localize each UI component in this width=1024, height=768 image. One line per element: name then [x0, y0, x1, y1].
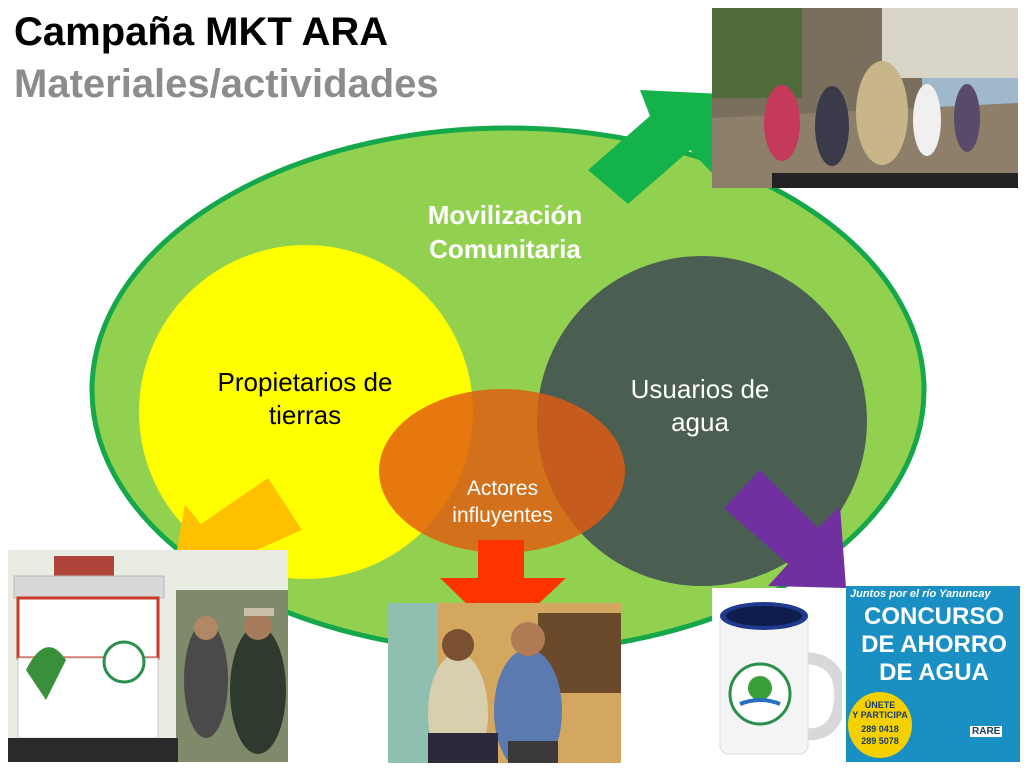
poster-header: Juntos por el río Yanuncay	[850, 588, 991, 600]
label-influencers: Actores influyentes	[452, 477, 553, 527]
arrow-green	[588, 90, 722, 204]
poster-line-3: DE AGUA	[879, 659, 989, 686]
badge-line-1: ÚNETE	[864, 700, 896, 710]
arrow-red	[440, 540, 566, 638]
photo-handshake	[388, 603, 621, 763]
badge-line-2: Y PARTICIPA	[852, 710, 908, 720]
handshake-image	[388, 603, 621, 763]
poster-badge: ÚNETE Y PARTICIPA 289 0418 289 5078	[848, 692, 912, 758]
poster-line-2: DE AHORRO	[861, 631, 1007, 658]
slide-subtitle: Materiales/actividades	[14, 62, 439, 106]
poster-water-saving-contest: Juntos por el río Yanuncay CONCURSO DE A…	[846, 586, 1020, 762]
poster-rare-logo: RARE	[970, 726, 1003, 737]
arrow-purple	[724, 470, 846, 588]
slide-title: Campaña MKT ARA	[14, 10, 389, 54]
photo-beehive-farmers	[8, 550, 288, 762]
label-water-users: Usuarios de agua	[630, 374, 770, 437]
mug-image	[712, 588, 842, 760]
beehive-image	[8, 550, 288, 762]
badge-phone-2: 289 5078	[861, 736, 899, 746]
badge-phone-1: 289 0418	[861, 724, 899, 734]
photo-mug	[712, 588, 842, 760]
parade-image	[712, 8, 1018, 188]
poster-line-1: CONCURSO	[863, 603, 1004, 630]
label-community-mobilization: Movilización Comunitaria	[427, 200, 583, 264]
photo-street-parade	[712, 8, 1018, 188]
circle-influencers	[379, 389, 625, 553]
label-landowners: Propietarios de tierras	[217, 367, 393, 430]
